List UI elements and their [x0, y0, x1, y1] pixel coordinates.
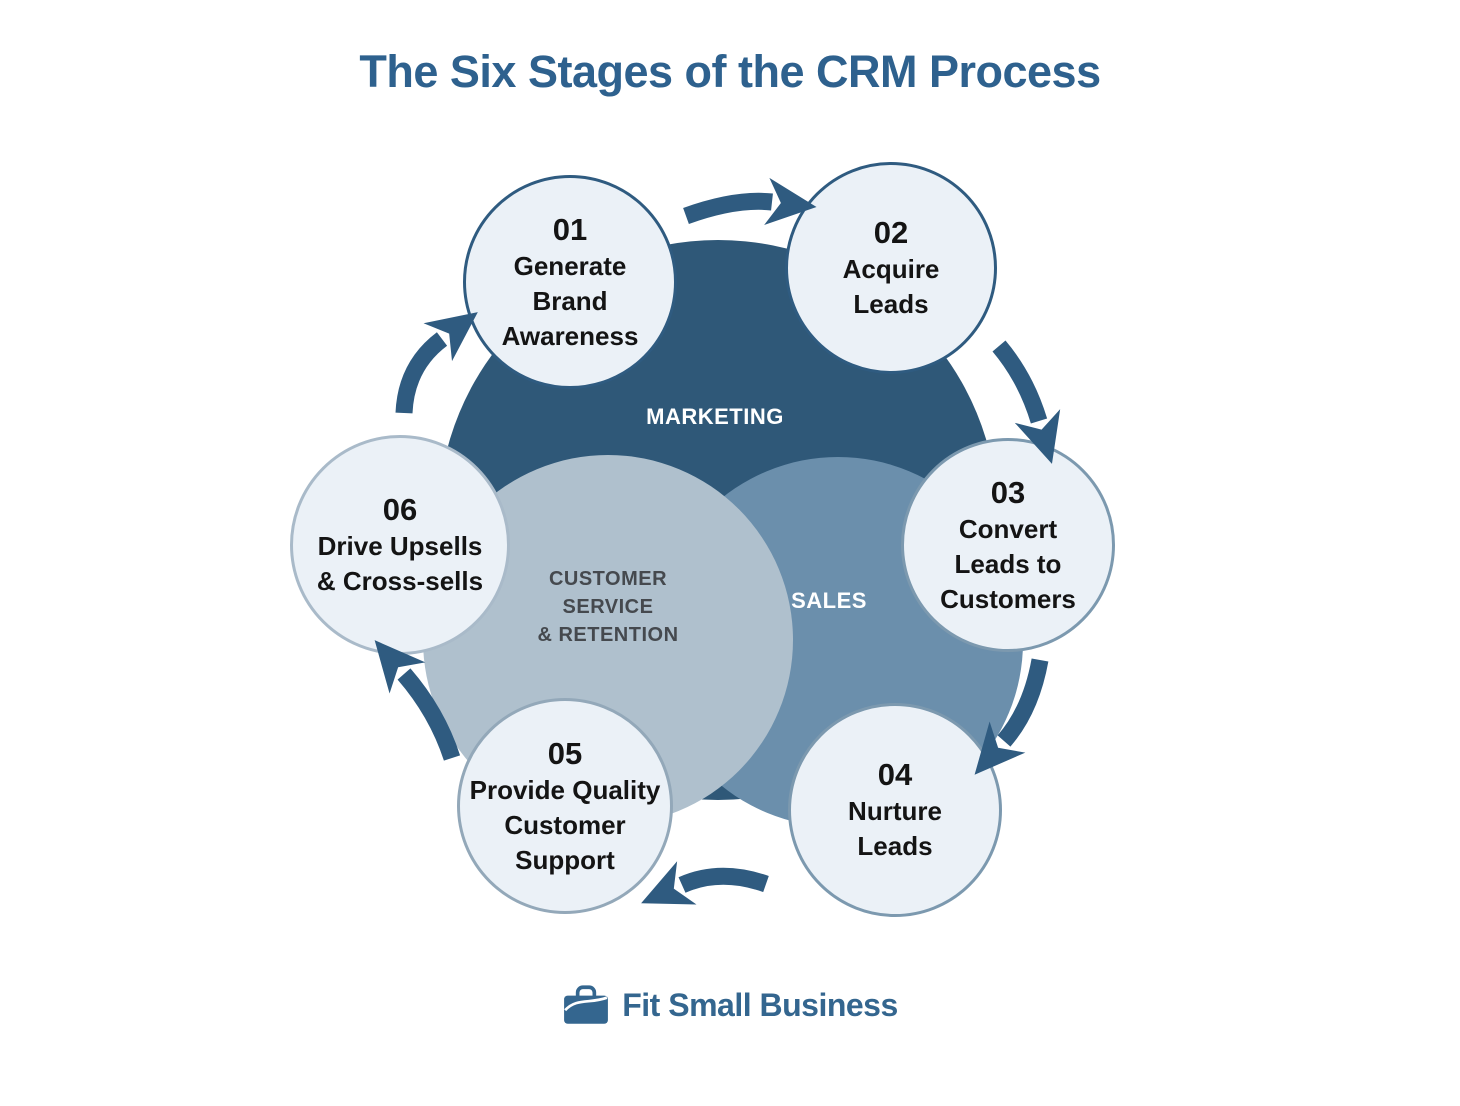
marketing-region-label: MARKETING [646, 404, 784, 429]
stage-label: Drive Upsells & Cross-sells [316, 531, 484, 596]
arrow-stage5-to-stage6-icon [374, 640, 461, 761]
stage-label: Nurture Leads [848, 796, 942, 861]
stage-number: 01 [552, 211, 588, 247]
stage-label: Provide Quality Customer Support [469, 774, 661, 875]
arrow-stage2-to-stage3-icon [992, 340, 1061, 464]
stage-label: Generate Brand Awareness [501, 250, 639, 351]
arrow-stage6-to-stage1-icon [395, 312, 478, 414]
arrow-stage4-to-stage5-icon [641, 861, 769, 905]
stage-circle-05: 05 Provide Quality Customer Support [457, 698, 673, 914]
customer-service-region-label: CUSTOMER SERVICE & RETENTION [537, 568, 679, 646]
stage-number: 03 [990, 474, 1026, 510]
arrow-stage1-to-stage2-icon [683, 177, 817, 225]
stage-circle-06: 06 Drive Upsells & Cross-sells [290, 435, 510, 655]
stage-number: 02 [873, 215, 909, 250]
brand-name: Fit Small Business [622, 986, 898, 1023]
brand-logo: Fit Small Business [0, 984, 1460, 1026]
stage-circle-01: 01 Generate Brand Awareness [463, 175, 677, 389]
stage-number: 04 [877, 757, 913, 792]
stage-number: 05 [547, 735, 583, 771]
arrow-stage3-to-stage4-icon [974, 658, 1049, 775]
stage-circle-03: 03 Convert Leads to Customers [901, 438, 1115, 652]
stage-label: Convert Leads to Customers [940, 513, 1076, 614]
stage-label: Acquire Leads [842, 254, 940, 319]
stage-number: 06 [382, 492, 418, 527]
sales-region-label: SALES [791, 588, 867, 613]
stage-circle-04: 04 Nurture Leads [788, 703, 1002, 917]
briefcase-icon [564, 985, 609, 1024]
page-title: The Six Stages of the CRM Process [359, 46, 1101, 97]
stage-circle-02: 02 Acquire Leads [785, 162, 997, 374]
